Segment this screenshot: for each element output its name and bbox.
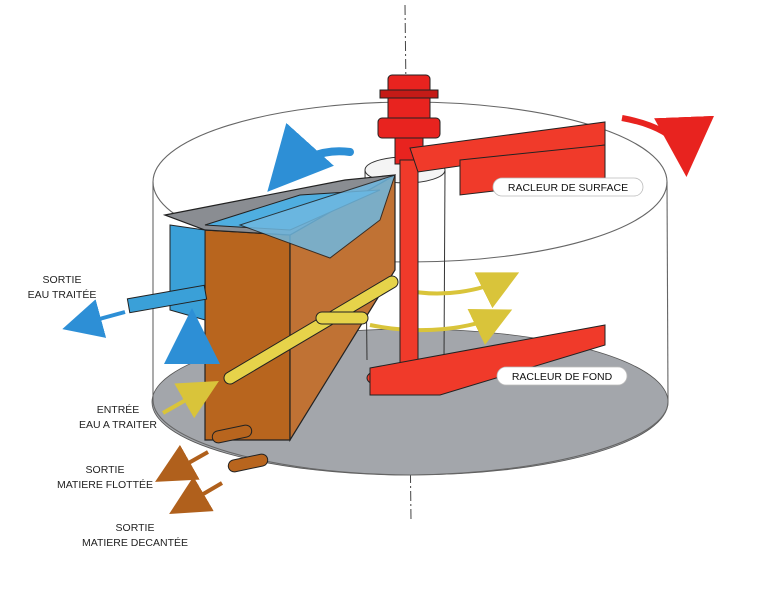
bottom-scraper-label: RACLEUR DE FOND (512, 371, 613, 383)
settled-label-1: SORTIE (116, 522, 155, 534)
settled-arrow-icon (169, 476, 224, 515)
rotation-arrow-icon (267, 122, 354, 192)
bottom-scraper-tag (496, 366, 628, 386)
flow-arrow-icon-2 (369, 308, 513, 345)
inlet-pipe-fill (224, 276, 398, 384)
weir-plate (238, 174, 396, 259)
flow-arrow-icon (404, 272, 520, 309)
floated-label-1: SORTIE (86, 464, 125, 476)
inlet-label-1: ENTRÉE (97, 403, 140, 416)
floated-label-2: MATIERE FLOTTÉE (57, 478, 153, 491)
trough-blue (169, 224, 206, 321)
red-rotation-arrow-icon (621, 115, 715, 177)
inlet-arrow-icon (162, 381, 219, 419)
outlet-water-label-1: SORTIE (43, 274, 82, 286)
hopper-front (204, 229, 291, 441)
outlet-water-pipe (126, 284, 208, 314)
motor-icon (387, 74, 431, 124)
inlet-label-2: EAU A TRAITER (79, 419, 157, 431)
motor-fins (379, 89, 439, 99)
settled-label-2: MATIERE DECANTÉE (82, 536, 188, 549)
tank-bottom-rim (152, 399, 669, 476)
floated-arrow-icon (155, 444, 209, 482)
outlet-water-label-2: EAU TRAITÉE (28, 288, 97, 301)
floated-outlet-pipe (211, 424, 253, 444)
surface-scraper-tag (492, 177, 644, 197)
motor-base (377, 117, 441, 139)
surface-scraper-label: RACLEUR DE SURFACE (508, 182, 628, 194)
tank-right-wall (666, 181, 669, 403)
settled-outlet-pipe (227, 453, 269, 473)
drive-shaft (399, 159, 419, 376)
outlet-water-arrow-icon (62, 299, 126, 338)
